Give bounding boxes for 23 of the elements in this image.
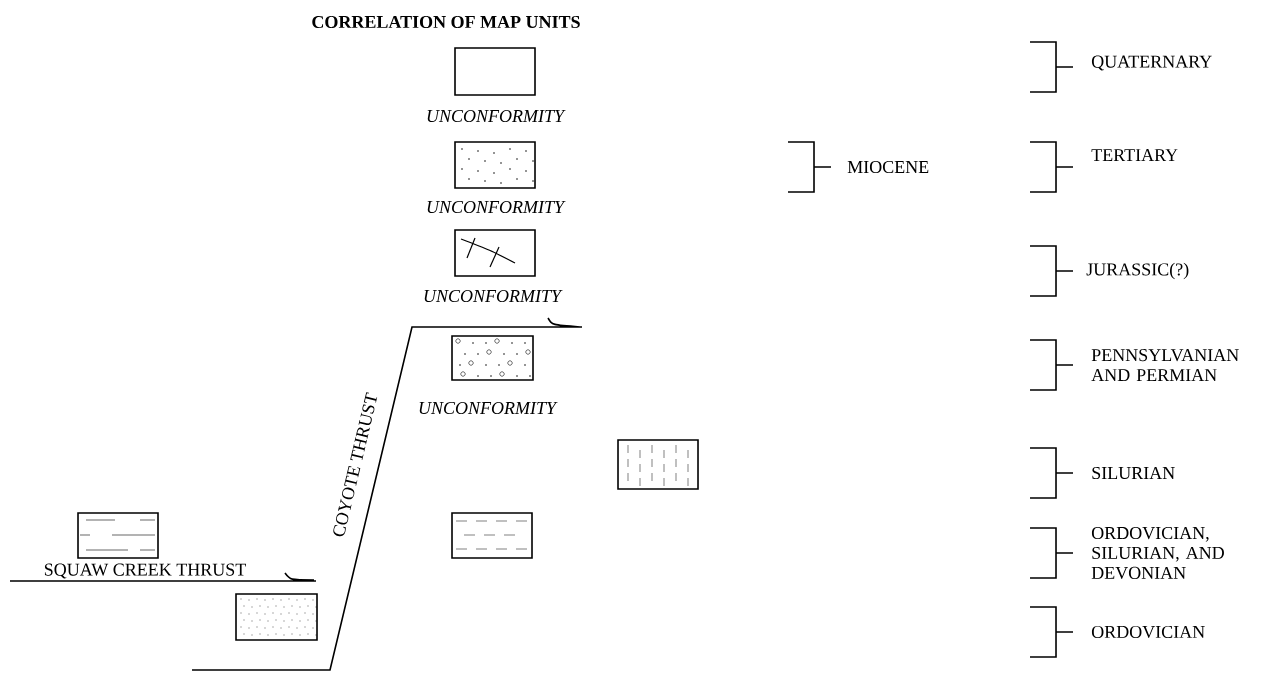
age-label: TERTIARY bbox=[1091, 149, 1178, 161]
map-unit-box bbox=[454, 47, 536, 96]
unconformity-label: UNCONFORMITY bbox=[427, 200, 566, 214]
title: CORRELATION OF MAP UNITS bbox=[312, 15, 580, 29]
fault-label: COYOTE THRUST bbox=[333, 392, 378, 537]
fault-label: SQUAW CREEK THRUST bbox=[44, 563, 246, 579]
map-unit-box bbox=[77, 512, 159, 559]
age-label: ORDOVICIAN, SILURIAN, AND DEVONIAN bbox=[1091, 526, 1224, 580]
unconformity-label: UNCONFORMITY bbox=[424, 289, 563, 303]
map-unit-box bbox=[451, 512, 533, 559]
map-unit-box bbox=[454, 229, 536, 277]
map-unit-box bbox=[235, 593, 318, 641]
age-label: QUATERNARY bbox=[1091, 55, 1212, 71]
unconformity-label: UNCONFORMITY bbox=[419, 401, 558, 415]
age-label: MIOCENE bbox=[847, 160, 929, 174]
map-unit-box bbox=[454, 141, 536, 189]
age-label: SILURIAN bbox=[1092, 466, 1175, 480]
age-label: JURASSIC(?) bbox=[1086, 262, 1189, 280]
unconformity-label: UNCONFORMITY bbox=[427, 109, 566, 123]
age-label: ORDOVICIAN bbox=[1091, 625, 1205, 639]
age-label: PENNSYLVANIAN AND PERMIAN bbox=[1091, 349, 1239, 381]
map-unit-box bbox=[617, 439, 699, 490]
map-unit-box bbox=[451, 335, 534, 381]
